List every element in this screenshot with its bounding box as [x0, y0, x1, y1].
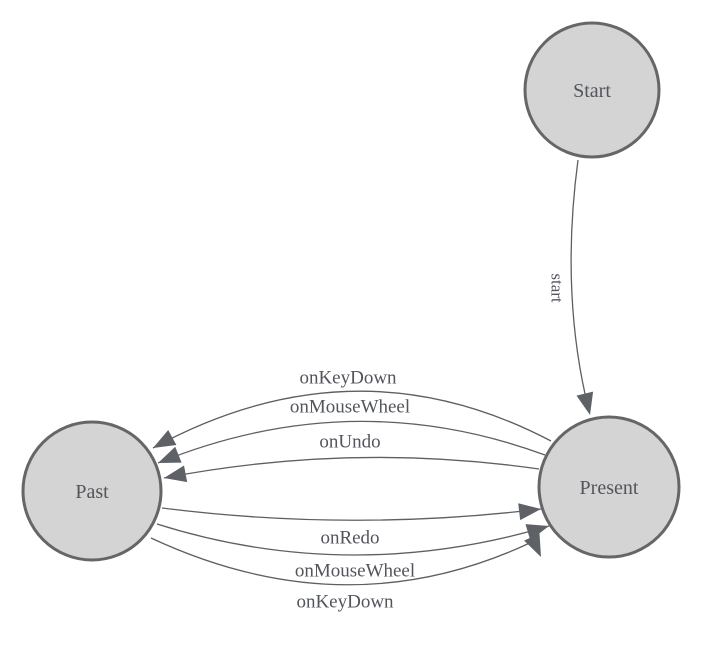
- edge-past-to-present-onkeydown: [150, 537, 535, 586]
- arrowhead-onkeydown-at-present: [524, 533, 541, 557]
- node-start[interactable]: Start: [523, 21, 661, 159]
- edge-label-start: start: [548, 273, 567, 303]
- edge-label-onmousewheel-bottom: onMouseWheel: [295, 561, 415, 582]
- arrowhead-onmousewheel-at-present: [525, 524, 549, 541]
- arrowhead-start-to-present: [576, 391, 594, 415]
- edge-present-to-past-onundo: [163, 456, 540, 479]
- node-present-circle: [537, 415, 681, 559]
- node-past[interactable]: Past: [21, 420, 163, 562]
- edge-past-to-present-onredo: [161, 507, 542, 521]
- arrowhead-onkeydown-at-past: [153, 430, 177, 448]
- edge-start-to-present: [570, 159, 590, 412]
- node-past-circle: [21, 420, 163, 562]
- node-present[interactable]: Present: [537, 415, 681, 559]
- edge-label-onredo: onRedo: [320, 528, 379, 549]
- edge-present-to-past-onmousewheel: [157, 420, 546, 464]
- edge-label-onkeydown-top: onKeyDown: [299, 368, 397, 389]
- arrowhead-onundo-at-past: [164, 465, 188, 483]
- edge-label-onmousewheel-top: onMouseWheel: [290, 397, 410, 418]
- node-past-label: Past: [75, 481, 109, 503]
- edge-present-to-past-onkeydown: [152, 390, 552, 449]
- arrowhead-onredo-at-present: [518, 503, 541, 521]
- arrowhead-onmousewheel-at-past: [158, 446, 182, 463]
- edge-label-onundo: onUndo: [319, 432, 380, 453]
- node-start-label: Start: [573, 80, 611, 102]
- edge-past-to-present-onmousewheel: [156, 523, 550, 556]
- node-present-label: Present: [580, 477, 639, 499]
- node-start-circle: [523, 21, 661, 159]
- edge-label-onkeydown-bottom: onKeyDown: [296, 592, 394, 613]
